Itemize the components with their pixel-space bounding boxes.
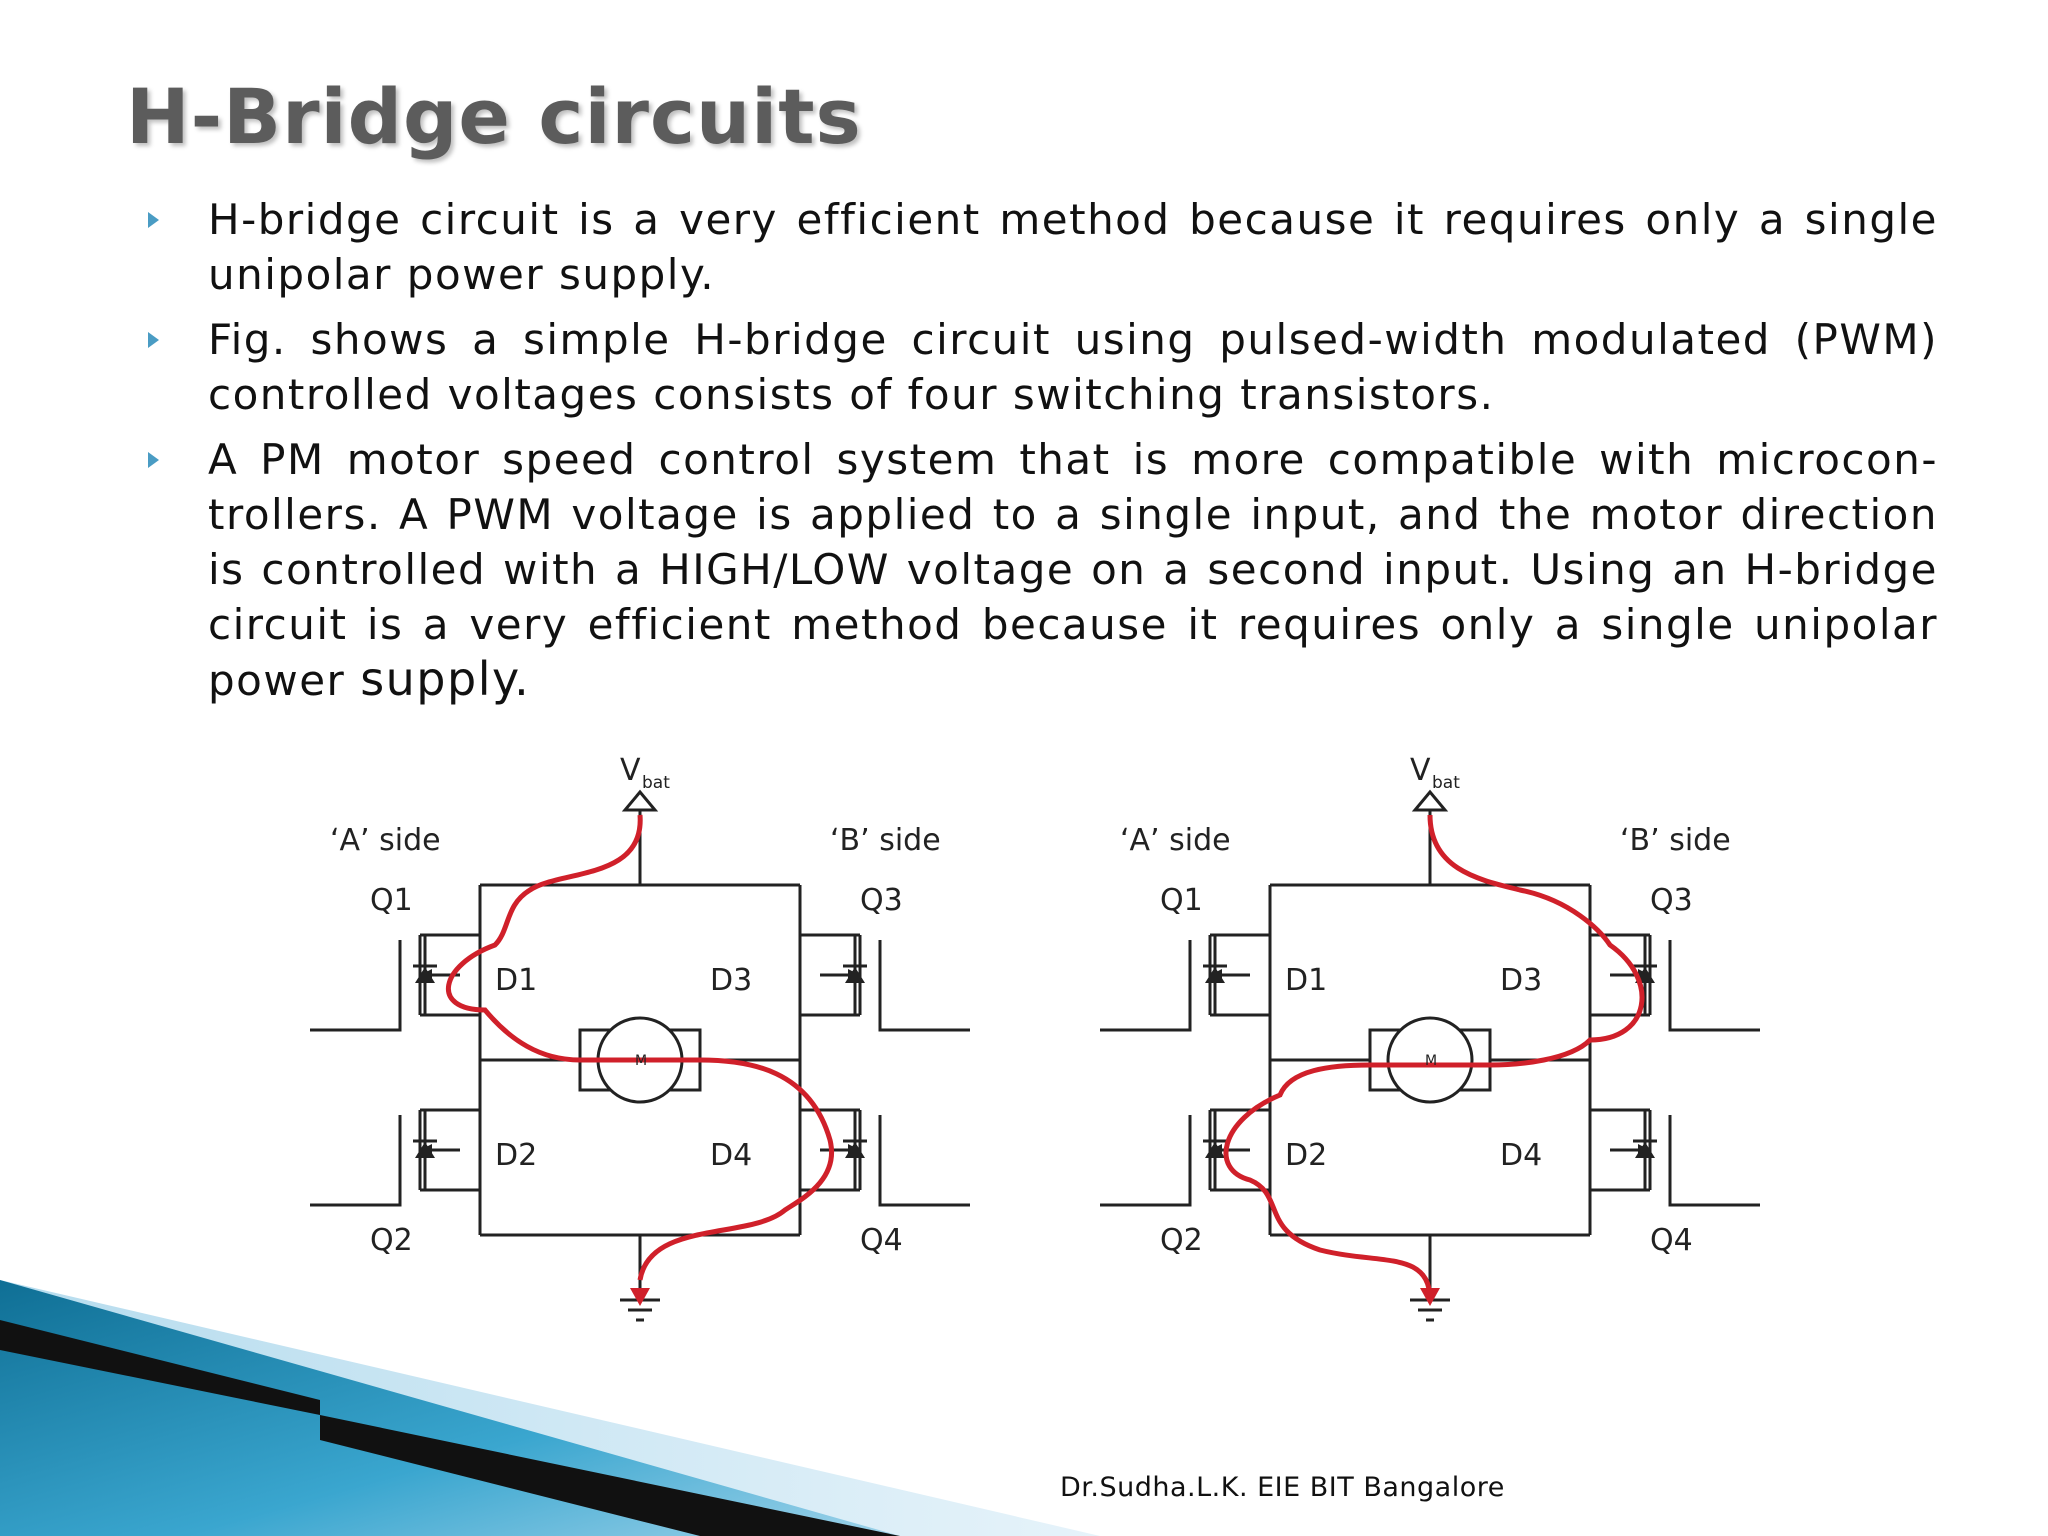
diode-icon [415,967,435,983]
q1-label: Q1 [1160,883,1203,918]
gate-input-wire [310,1185,402,1207]
vbat-label: V [620,753,641,788]
bullet-arrow-icon [148,332,159,348]
q3-label: Q3 [860,883,903,918]
current-arrow-icon [630,1288,650,1306]
slide-title: H-Bridge circuits [126,72,862,161]
q3-label: Q3 [1650,883,1693,918]
q1-label: Q1 [370,883,413,918]
vbat-subscript: bat [642,773,670,793]
d3-label: D3 [1500,963,1542,998]
side-b-label: ‘B’ side [830,823,941,858]
bullet-arrow-icon [148,212,159,228]
footer-credit: Dr.Sudha.L.K. EIE BIT Bangalore [1060,1472,1505,1503]
bullet-list: H-bridge circuit is a very efficient met… [148,192,1938,718]
diode-icon [845,1142,865,1158]
bullet-text-tail: supply. [360,652,531,706]
vbat-terminal-icon [1411,789,1449,812]
gate-input-wire [878,1185,970,1207]
vbat-terminal-icon [621,789,659,812]
d4-label: D4 [710,1138,752,1173]
d2-label: D2 [495,1138,537,1173]
side-a-label: ‘A’ side [1120,823,1231,858]
d1-label: D1 [495,963,537,998]
d2-label: D2 [1285,1138,1327,1173]
diode-icon [845,967,865,983]
motor-icon [1386,1016,1474,1104]
q4-label: Q4 [1650,1223,1693,1258]
d3-label: D3 [710,963,752,998]
q4-label: Q4 [860,1223,903,1258]
gate-input-wire [1100,1010,1192,1032]
diode-icon [1205,967,1225,983]
bullet-arrow-icon [148,452,159,468]
diode-icon [1205,1142,1225,1158]
d4-label: D4 [1500,1138,1542,1173]
bullet-item: H-bridge circuit is a very efficient met… [148,192,1938,302]
vbat-label: V [1410,753,1431,788]
current-path-line [445,814,835,1281]
side-b-label: ‘B’ side [1620,823,1731,858]
bullet-item: Fig. shows a simple H-bridge circuit usi… [148,312,1938,422]
bullet-text: H-bridge circuit is a very efficient met… [208,195,1938,299]
d1-label: D1 [1285,963,1327,998]
diode-icon [415,1142,435,1158]
current-arrow-icon [1420,1288,1440,1306]
vbat-subscript: bat [1432,773,1460,793]
motor-label: M [1425,1053,1437,1069]
gate-input-wire [310,1010,402,1032]
bullet-item: A PM motor speed control system that is … [148,432,1938,708]
side-a-label: ‘A’ side [330,823,441,858]
bullet-text: Fig. shows a simple H-bridge circuit usi… [208,315,1938,419]
diode-icon [1635,1142,1655,1158]
q2-label: Q2 [1160,1223,1203,1258]
gate-input-wire [878,1010,970,1032]
slide-corner-decoration [0,1280,1100,1536]
motor-label: M [635,1053,647,1069]
gate-input-wire [1100,1185,1192,1207]
current-path-line [1223,814,1645,1301]
gate-input-wire [1668,1185,1760,1207]
q2-label: Q2 [370,1223,413,1258]
gate-input-wire [1668,1010,1760,1032]
bullet-text: A PM motor speed control system that is … [208,435,1938,705]
